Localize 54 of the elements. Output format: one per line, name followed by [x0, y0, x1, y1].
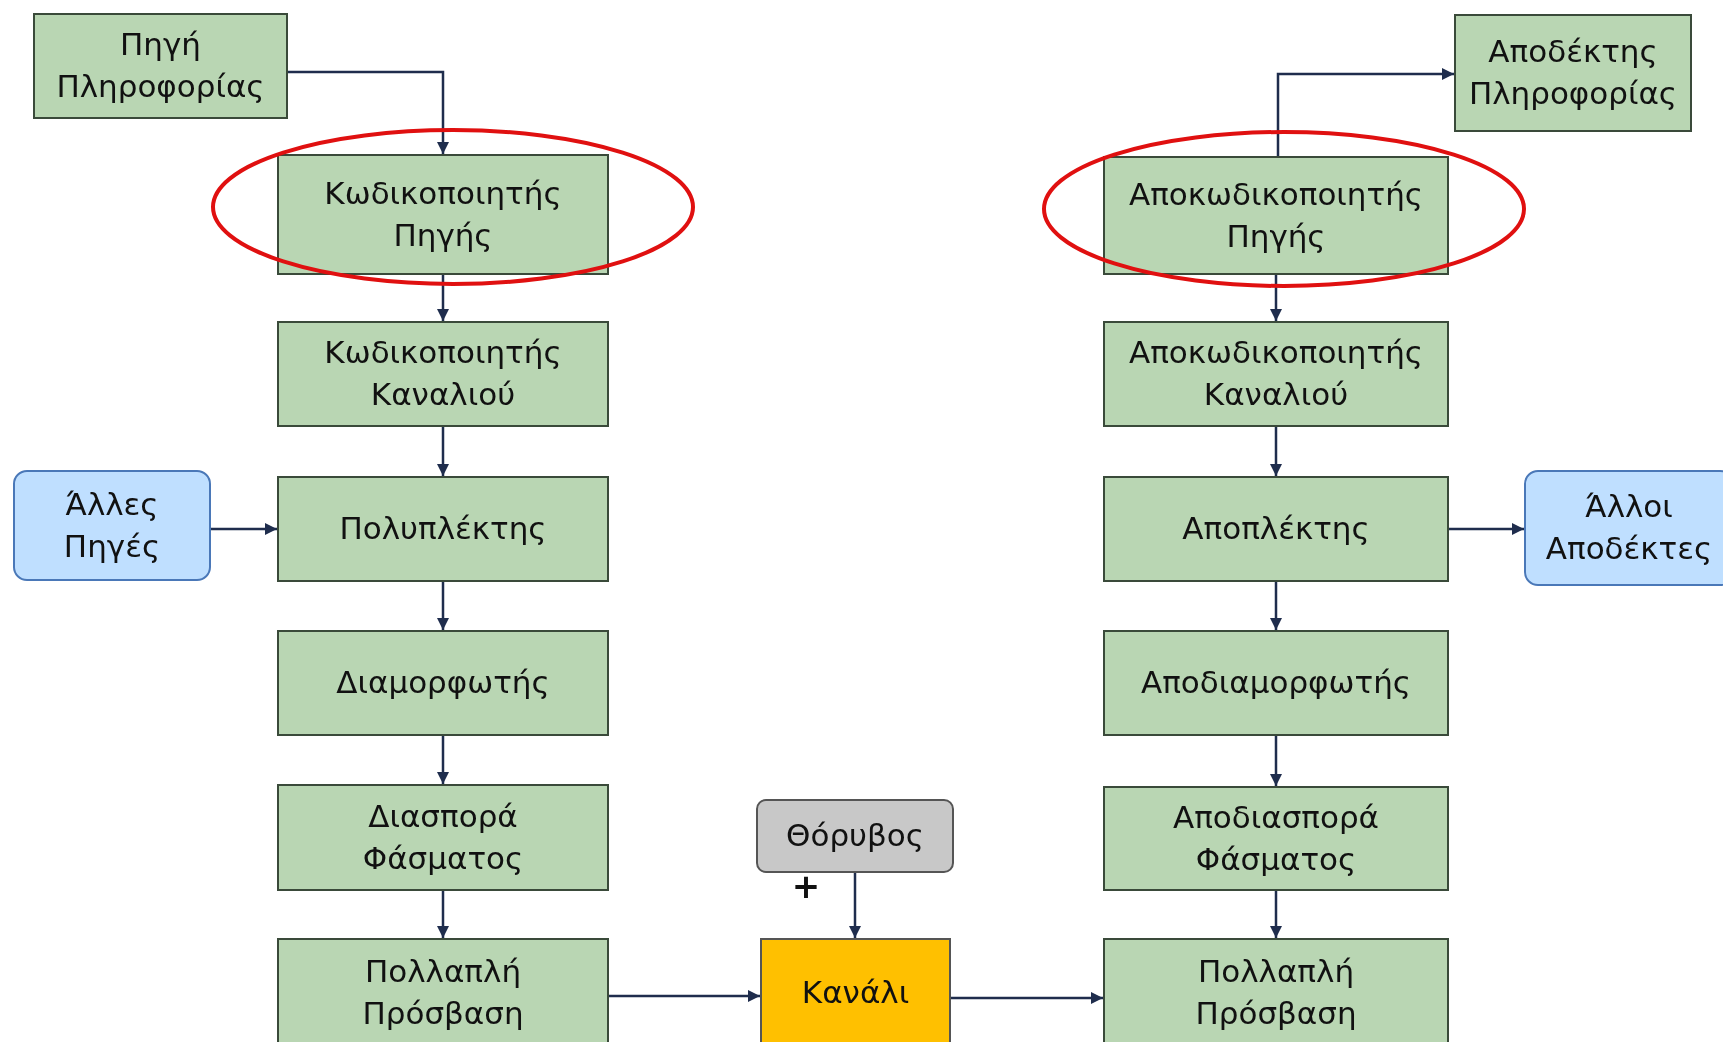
box-label: Κωδικοποιητής Καναλιού [323, 333, 563, 414]
process-box [1454, 14, 1692, 132]
process-box [277, 154, 609, 275]
io-box [13, 470, 211, 581]
process-box [1103, 938, 1449, 1042]
arrow [436, 275, 450, 321]
process-box [277, 321, 609, 427]
process-box [277, 784, 609, 891]
box-label: Πολλαπλή Πρόσβαση [361, 952, 525, 1033]
process-box [277, 476, 609, 582]
box-label: Διαμορφωτής [336, 663, 550, 703]
box-label: Αποδιασπορά Φάσματος [1171, 797, 1381, 879]
arrow [1269, 582, 1283, 630]
arrow [609, 989, 760, 1003]
arrow [951, 991, 1103, 1005]
arrow [1269, 736, 1283, 786]
arrow [1269, 275, 1283, 321]
process-box [277, 938, 609, 1042]
process-box [1103, 321, 1449, 427]
arrow [211, 522, 277, 536]
arrow [1269, 891, 1283, 938]
process-box [277, 630, 609, 736]
box-label: Διασπορά Φάσματος [361, 796, 525, 878]
box-label: Κωδικοποιητής Πηγής [323, 173, 563, 255]
box-label: Πολυπλέκτης [339, 509, 547, 549]
process-box [33, 13, 288, 119]
process-box [1103, 476, 1449, 582]
arrow [1449, 522, 1524, 536]
io-box [1524, 470, 1723, 586]
arrow [436, 582, 450, 630]
box-label: Αποκωδικοποιητής Καναλιού [1128, 333, 1424, 414]
noise-box [756, 799, 954, 873]
box-label: Αποδέκτης Πληροφορίας [1467, 32, 1679, 113]
box-label: Άλλες Πηγές [62, 484, 162, 566]
arrow [436, 427, 450, 476]
plus-sign: + [791, 869, 821, 903]
arrow [848, 873, 862, 938]
arrow [436, 736, 450, 784]
box-label: Αποπλέκτης [1182, 509, 1370, 549]
arrow [1269, 427, 1283, 476]
box-label: Κανάλι [801, 973, 910, 1013]
channel-box [760, 938, 951, 1042]
arrow [436, 891, 450, 938]
process-box [1103, 156, 1449, 275]
box-label: Πηγή Πληροφορίας [55, 25, 266, 106]
arrow [288, 70, 450, 154]
box-label: Άλλοι Αποδέκτες [1544, 487, 1714, 568]
box-label: Αποδιαμορφωτής [1141, 663, 1411, 703]
arrow [1276, 67, 1454, 156]
process-box [1103, 630, 1449, 736]
process-box [1103, 786, 1449, 891]
box-label: Πολλαπλή Πρόσβαση [1194, 952, 1358, 1033]
box-label: Αποκωδικοποιητής Πηγής [1128, 174, 1424, 256]
box-label: Θόρυβος [786, 816, 924, 856]
